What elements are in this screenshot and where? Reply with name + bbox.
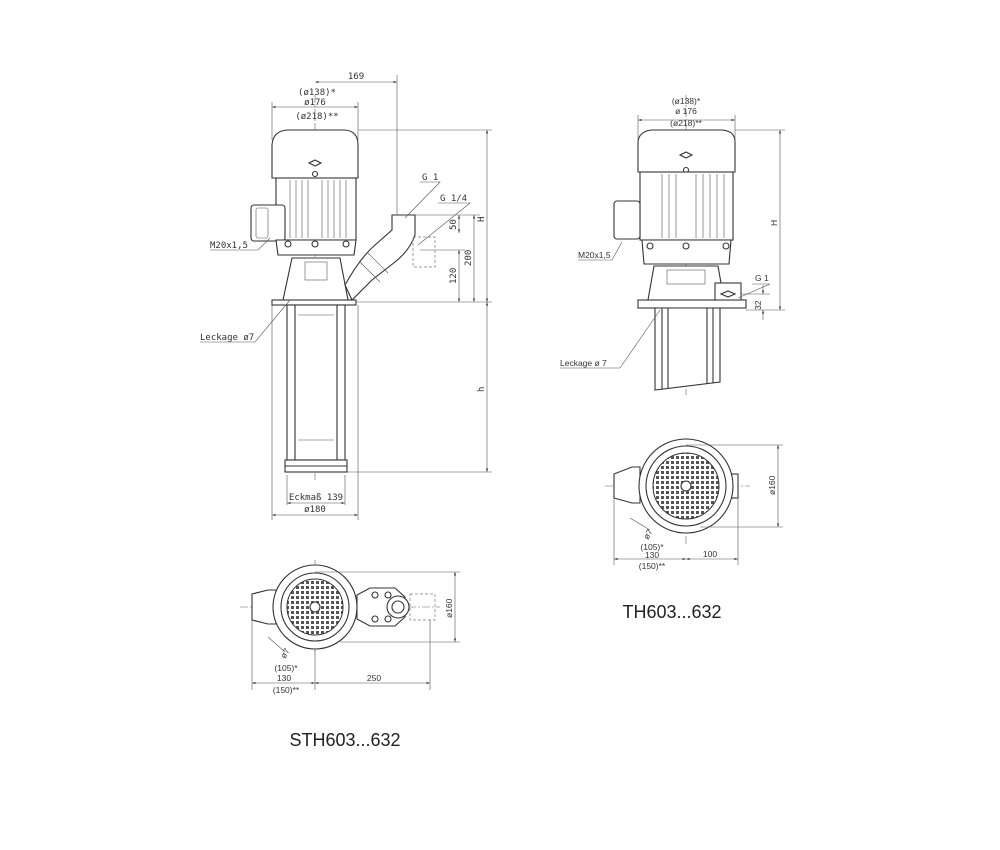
dim-eckmass: Eckmaß 139 xyxy=(289,493,343,503)
th-dimensions xyxy=(560,115,785,369)
dim-120: 120 xyxy=(449,268,459,284)
dim-50: 50 xyxy=(449,219,459,230)
terminal-box xyxy=(251,589,277,625)
dim-d218: (ø218)** xyxy=(295,112,338,122)
label-g1: G 1 xyxy=(755,273,769,283)
dim-105: (105)* xyxy=(274,663,298,673)
sth-caption: STH603...632 xyxy=(289,730,400,750)
dim-d176: ø176 xyxy=(304,98,326,108)
motor-fan-cover xyxy=(637,129,736,173)
sth-front-view: 169 (ø138)* ø176 (ø218)** G 1 G 1/4 M20x… xyxy=(200,72,492,520)
label-g1: G 1 xyxy=(422,173,438,183)
sth-dimensions xyxy=(200,75,492,520)
pump-column xyxy=(654,307,721,391)
discharge-elbow xyxy=(344,214,416,301)
dim-H: H xyxy=(477,217,487,222)
dim-100: 100 xyxy=(703,549,717,559)
base-plate xyxy=(637,299,747,309)
dim-d7: ø7 xyxy=(278,646,292,660)
dim-d138: (ø138)* xyxy=(672,96,701,106)
motor-fan-cover xyxy=(271,129,359,179)
label-leckage: Leckage ø 7 xyxy=(560,358,607,368)
terminal-box xyxy=(613,466,641,504)
base-plate xyxy=(271,299,357,306)
motor-body xyxy=(639,171,734,241)
dim-H: H xyxy=(769,220,779,226)
dim-d7: ø7 xyxy=(641,527,655,541)
dim-d218: (ø218)** xyxy=(670,118,702,128)
label-m20: M20x1,5 xyxy=(578,250,611,260)
dim-h: h xyxy=(477,387,487,392)
pump-column xyxy=(286,304,346,461)
dim-d180: ø180 xyxy=(304,505,326,515)
th-caption: TH603...632 xyxy=(622,602,721,622)
dim-d138: (ø138)* xyxy=(298,88,336,98)
dim-105: (105)* xyxy=(640,542,664,552)
motor-body xyxy=(275,177,357,241)
dim-d160: ø160 xyxy=(444,598,454,618)
th-top-view: ø160 ø7 (105)* 130 (150)** 100 xyxy=(605,438,783,571)
dim-200: 200 xyxy=(464,250,474,266)
th-top-dimensions xyxy=(613,444,783,565)
label-g14: G 1/4 xyxy=(440,194,467,204)
dim-130: 130 xyxy=(277,673,291,683)
sth-top-dimensions xyxy=(251,571,460,690)
label-leckage: Leckage ø7 xyxy=(200,333,254,343)
dim-32: 32 xyxy=(753,300,763,310)
dim-d176: ø 176 xyxy=(675,106,697,116)
label-m20: M20x1,5 xyxy=(210,241,248,251)
dim-250: 250 xyxy=(367,673,381,683)
dim-150: (150)** xyxy=(639,561,666,571)
dim-169: 169 xyxy=(348,72,364,82)
dim-d160: ø160 xyxy=(767,475,777,495)
dim-130: 130 xyxy=(645,550,659,560)
dim-150: (150)** xyxy=(273,685,300,695)
terminal-box xyxy=(613,200,641,240)
sth-top-view: ø160 ø7 (105)* 130 (150)** 250 xyxy=(240,560,460,695)
th-front-view: (ø138)* ø 176 (ø218)** M20x1,5 G 1 32 H … xyxy=(560,95,785,395)
